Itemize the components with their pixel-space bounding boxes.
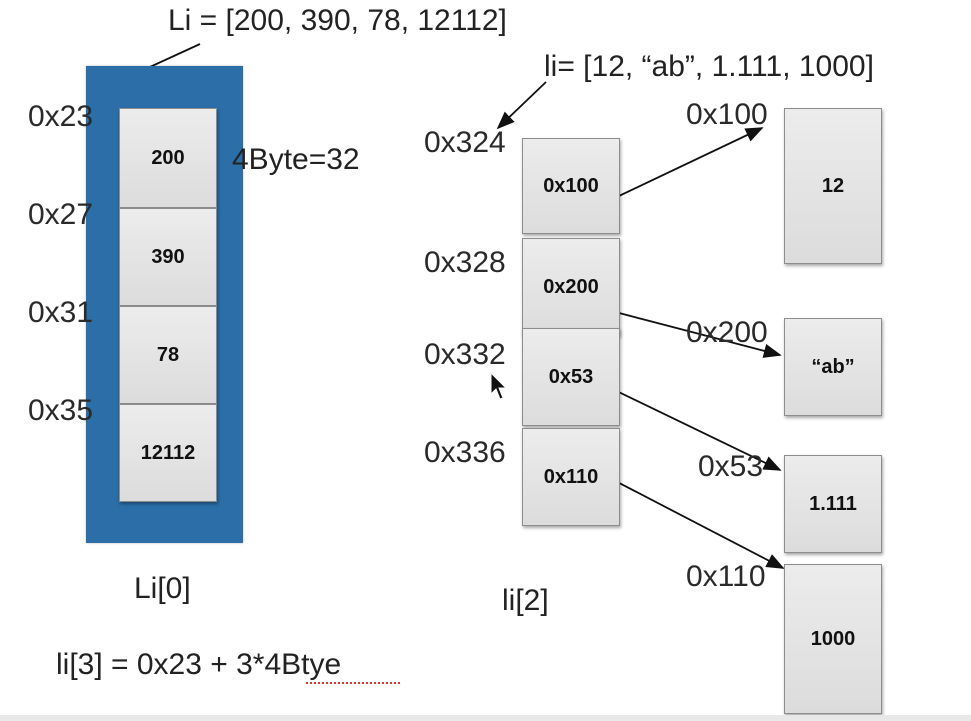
arrow-ptr-0x53 <box>599 382 782 471</box>
object-cell-1: “ab” <box>784 318 882 416</box>
formula: li[3] = 0x23 + 3*4Btye <box>56 648 342 681</box>
left-list-text: Li = [200, 390, 78, 12112] <box>168 4 507 37</box>
left-cell-0: 200 <box>119 108 217 208</box>
left-cell-3: 12112 <box>119 404 217 502</box>
right-address-0: 0x324 <box>424 126 506 159</box>
right-pointer-cell-1: 0x200 <box>522 238 620 336</box>
object-cell-0: 12 <box>784 108 882 264</box>
arrow-ptr-0x200 <box>599 307 782 358</box>
left-address-0: 0x23 <box>28 100 94 133</box>
left-address-3: 0x35 <box>28 394 94 427</box>
right-address-3: 0x336 <box>424 436 506 469</box>
right-address-1: 0x328 <box>424 246 506 279</box>
arrow-ptr-0x100 <box>599 127 764 206</box>
object-address-2: 0x53 <box>698 450 764 483</box>
object-address-1: 0x200 <box>686 316 768 349</box>
object-cell-2: 1.111 <box>784 455 882 553</box>
size-note: 4Byte=32 <box>232 143 360 176</box>
right-address-2: 0x332 <box>424 338 506 371</box>
arrow-ptr-0x110 <box>599 472 785 569</box>
object-address-0: 0x100 <box>686 98 768 131</box>
arrow-right-title-to-block <box>496 81 547 130</box>
left-cell-1: 390 <box>119 208 217 306</box>
right-pointer-cell-3: 0x110 <box>522 428 620 526</box>
right-list-text: li= [12, “ab”, 1.111, 1000] <box>544 50 874 83</box>
right-pointer-cell-0: 0x100 <box>522 138 620 234</box>
left-index-label: Li[0] <box>134 572 191 605</box>
mouse-cursor-icon <box>490 372 508 400</box>
left-address-2: 0x31 <box>28 296 94 329</box>
right-index-label: li[2] <box>502 584 549 617</box>
object-cell-3: 1000 <box>784 564 882 714</box>
spellcheck-underline <box>306 680 400 684</box>
right-pointer-cell-2: 0x53 <box>522 328 620 426</box>
object-address-3: 0x110 <box>686 560 766 593</box>
left-address-1: 0x27 <box>28 198 94 231</box>
left-cell-2: 78 <box>119 306 217 404</box>
bottom-edge <box>0 715 971 721</box>
